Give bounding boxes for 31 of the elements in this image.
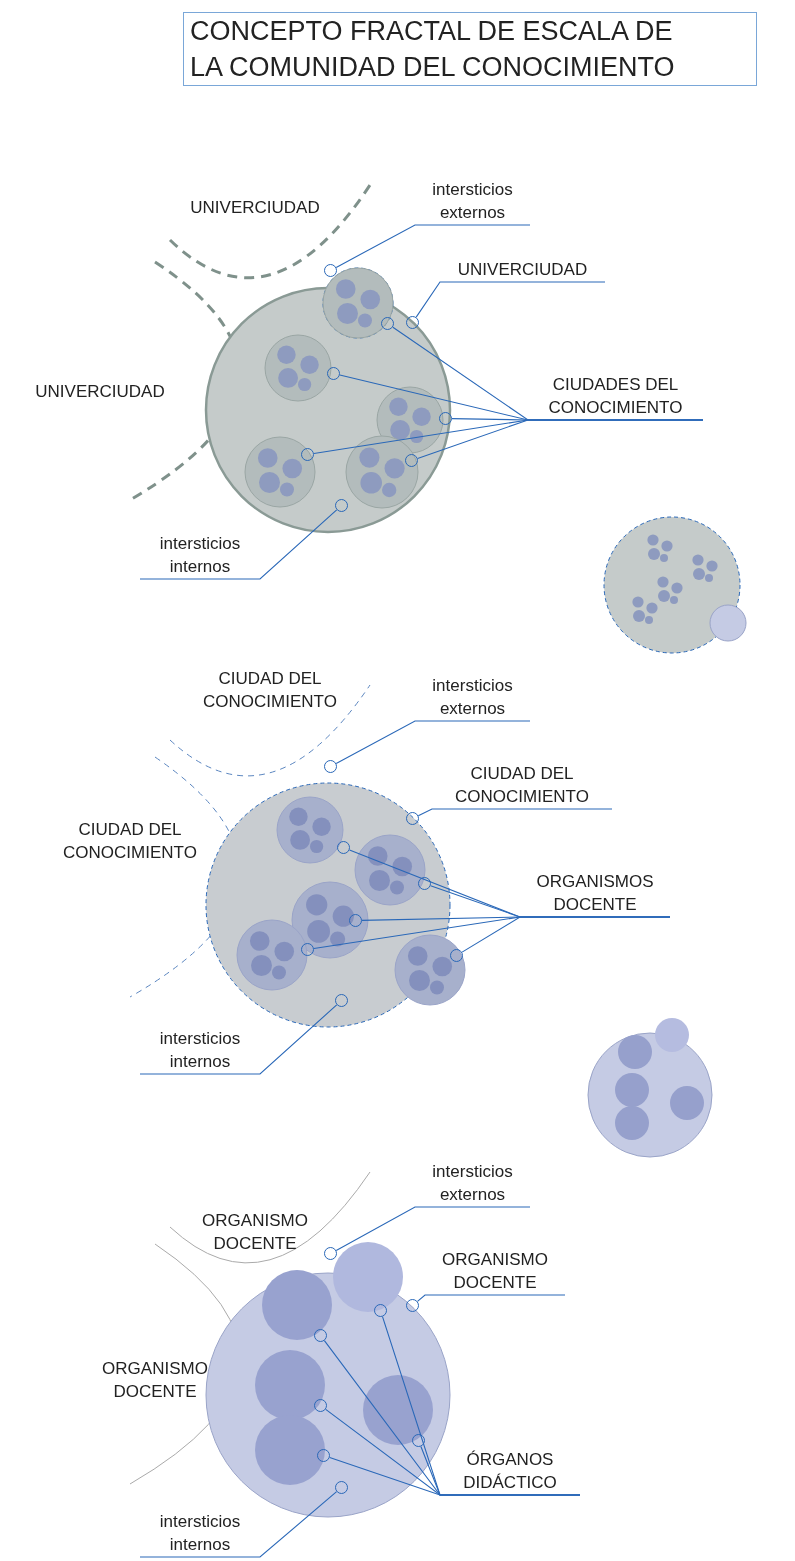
region-label: CIUDAD DEL CONOCIMIENTO bbox=[202, 668, 338, 713]
callout-text: ORGANISMO DOCENTE bbox=[425, 1248, 565, 1294]
callout-text: intersticios internos bbox=[140, 532, 260, 578]
leader-line bbox=[329, 1457, 581, 1496]
callout-text: intersticios externos bbox=[415, 1160, 530, 1206]
leader-line bbox=[139, 1491, 338, 1558]
callout-text: UNIVERCIUDAD bbox=[440, 258, 605, 281]
leader-line bbox=[461, 916, 671, 953]
callout-text: ORGANISMOS DOCENTE bbox=[520, 870, 670, 916]
leader-line bbox=[417, 808, 613, 817]
callout-text: CIUDADES DEL CONOCIMIENTO bbox=[528, 373, 703, 419]
leader-line bbox=[416, 1294, 566, 1302]
leader-line bbox=[335, 720, 531, 764]
leader-line bbox=[335, 1206, 531, 1251]
callout-text: intersticios externos bbox=[415, 674, 530, 720]
leader-line bbox=[335, 224, 531, 268]
region-label: UNIVERCIUDAD bbox=[189, 197, 321, 219]
leader-line bbox=[417, 419, 704, 459]
callout-text: intersticios externos bbox=[415, 178, 530, 224]
region-label: CIUDAD DEL CONOCIMIENTO bbox=[62, 819, 198, 864]
region-label: UNIVERCIUDAD bbox=[34, 381, 166, 403]
leader-line bbox=[139, 509, 338, 580]
title: CONCEPTO FRACTAL DE ESCALA DE LA COMUNIDAD DEL CONOCIMIENTO bbox=[183, 12, 757, 86]
callout-text: intersticios internos bbox=[140, 1510, 260, 1556]
leader-line bbox=[415, 281, 606, 318]
callout-text: ÓRGANOS DIDÁCTICO bbox=[440, 1448, 580, 1494]
leader-line bbox=[139, 1004, 338, 1075]
callout-text: intersticios internos bbox=[140, 1027, 260, 1073]
callout-text: CIUDAD DEL CONOCIMIENTO bbox=[432, 762, 612, 808]
region-label: ORGANISMO DOCENTE bbox=[101, 1358, 209, 1403]
region-label: ORGANISMO DOCENTE bbox=[201, 1210, 309, 1255]
